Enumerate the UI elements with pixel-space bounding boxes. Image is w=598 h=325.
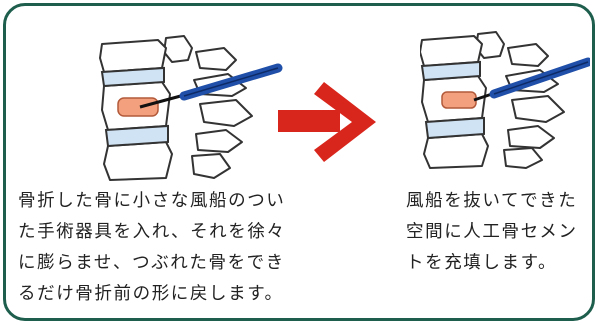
- step1-line-4: るだけ骨折前の形に戻します。: [18, 284, 284, 304]
- step2-caption: 風船を抜いてできた 空間に人工骨セメン トを充填します。: [406, 186, 590, 279]
- vertebrae-cement-filling-icon: [420, 31, 590, 169]
- step1-caption: 骨折した骨に小さな風船のつい た手術器具を入れ、それを徐々 に膨らませ、つぶれた…: [18, 186, 338, 310]
- vertebrae-balloon-inflation-icon: [99, 35, 283, 181]
- step2-line-2: 空間に人工骨セメン: [406, 222, 578, 242]
- step1-line-2: た手術器具を入れ、それを徐々: [18, 222, 286, 242]
- step2-line-1: 風船を抜いてできた: [406, 191, 578, 211]
- step1-line-1: 骨折した骨に小さな風船のつい: [18, 191, 286, 211]
- step2-line-3: トを充填します。: [406, 253, 558, 273]
- step1-line-3: に膨らませ、つぶれた骨をでき: [18, 253, 285, 273]
- right-arrow-icon: [278, 82, 376, 162]
